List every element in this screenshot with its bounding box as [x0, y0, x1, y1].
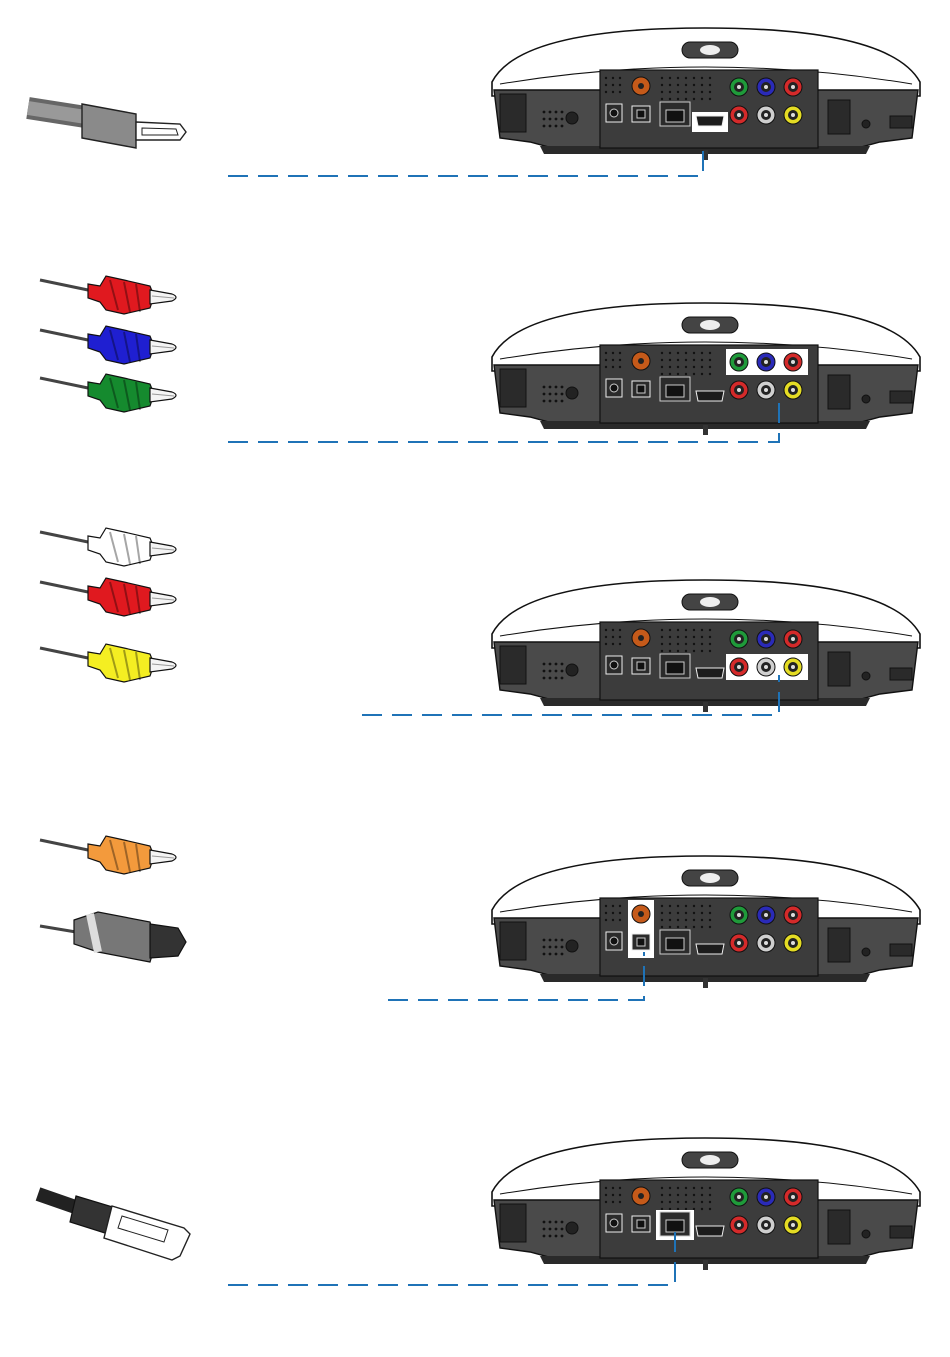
media-device-back-panel — [492, 303, 920, 435]
component-cable-icon — [40, 276, 176, 412]
rca-plug — [40, 836, 176, 874]
rca-plug — [40, 276, 176, 314]
hdmi-port — [696, 1226, 724, 1236]
rca-plug — [40, 578, 176, 616]
hdmi-port — [696, 668, 724, 678]
hdmi-port — [696, 944, 724, 954]
ethernet-cable-icon — [38, 1194, 190, 1260]
media-device-back-panel — [492, 1138, 920, 1270]
rca-plug — [40, 374, 176, 412]
media-device-back-panel — [492, 856, 920, 988]
hdmi-port — [696, 391, 724, 401]
rca-plug — [40, 528, 176, 566]
hdmi-port — [696, 116, 724, 126]
composite-cable-icon — [40, 528, 176, 682]
hdmi-cable-icon — [28, 104, 186, 148]
rca-plug — [40, 326, 176, 364]
media-device-back-panel — [492, 580, 920, 712]
optical-plug — [40, 912, 186, 962]
digital-audio-cable-icon — [40, 836, 186, 962]
media-device-back-panel — [492, 28, 920, 160]
rca-plug — [40, 644, 176, 682]
